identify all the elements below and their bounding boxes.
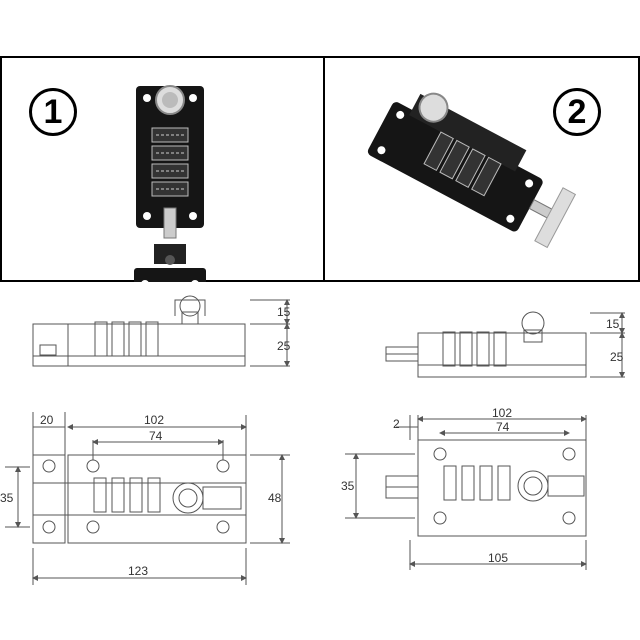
combination-bolt-photo-angled	[367, 92, 577, 249]
dim-height: 48	[268, 491, 282, 505]
combination-dials	[423, 131, 502, 197]
dim-knob-height: 15	[277, 305, 291, 319]
screw-hole	[189, 94, 197, 102]
dim-offset: 2	[393, 417, 400, 431]
left-side-view	[32, 295, 290, 367]
screw-hole	[143, 94, 151, 102]
dim-total-width: 102	[492, 406, 512, 420]
dim-hole-spacing: 74	[149, 429, 163, 443]
dim-body-height: 25	[610, 350, 624, 364]
dim-inner-height: 35	[341, 479, 355, 493]
combination-dials	[151, 127, 189, 197]
dim-inner-height: 35	[0, 491, 14, 505]
panel-number: 2	[567, 92, 587, 131]
dim-overall-length: 105	[488, 551, 508, 565]
keeper-bracket	[134, 244, 206, 282]
right-top-view	[345, 415, 587, 570]
screw-hole	[143, 212, 151, 220]
panel-number: 1	[43, 92, 63, 131]
panel-number-badge: 1	[29, 88, 77, 136]
screw-hole	[189, 212, 197, 220]
dim-hole-spacing: 74	[496, 420, 510, 434]
dim-total-width: 102	[144, 413, 164, 427]
dim-plate-width: 20	[40, 413, 54, 427]
combination-bolt-photo-front	[134, 85, 206, 282]
bolt-pin	[163, 207, 177, 239]
dim-overall-length: 123	[128, 564, 148, 578]
panel-number-badge: 2	[553, 88, 601, 136]
right-side-view	[385, 311, 625, 378]
product-photo-panel-2: 2	[323, 56, 640, 282]
dim-body-height: 25	[277, 339, 291, 353]
product-photo-panel-1: 1	[0, 56, 325, 282]
bolt-knob	[418, 92, 449, 123]
bolt-knob-center	[162, 92, 178, 108]
left-top-view	[5, 412, 290, 585]
strike-plate	[534, 187, 577, 249]
dim-knob-height: 15	[606, 317, 620, 331]
